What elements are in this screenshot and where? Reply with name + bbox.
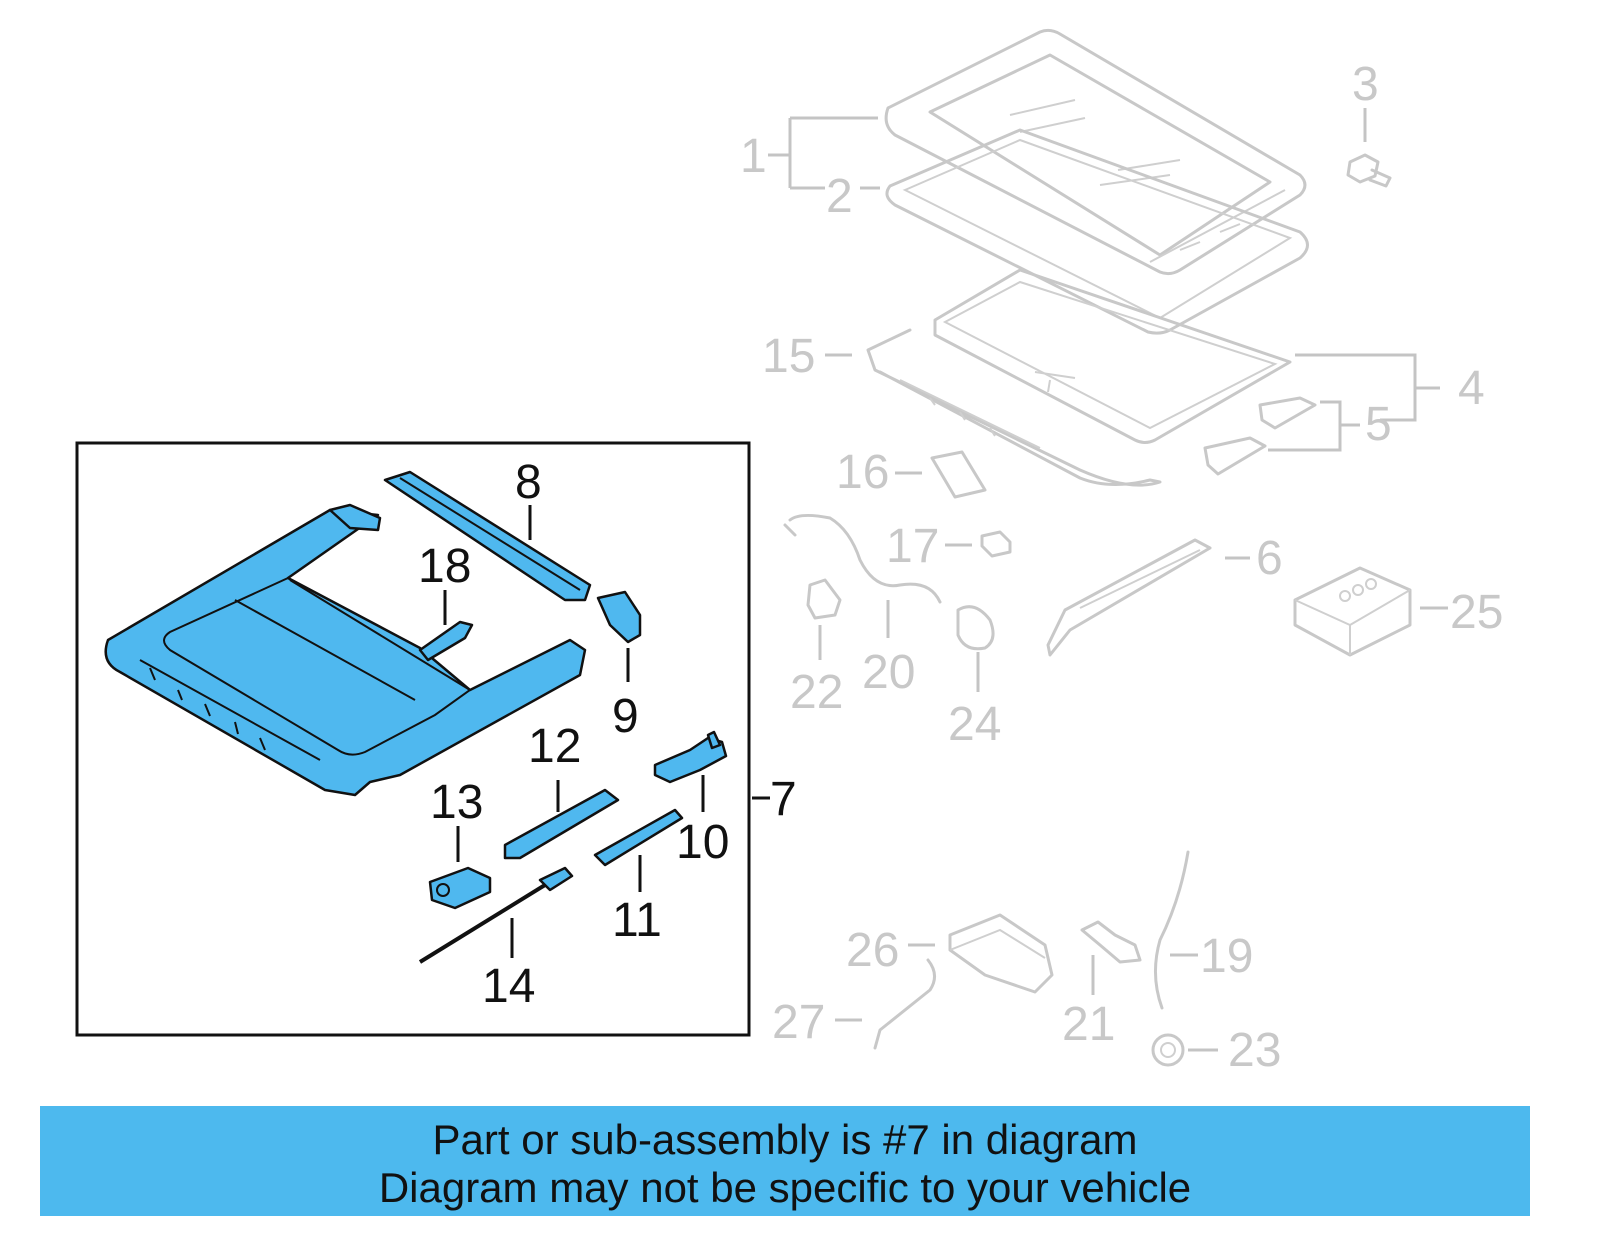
part-13-motor-mount[interactable]	[428, 866, 492, 910]
part-9-bracket[interactable]	[596, 590, 642, 644]
label-16: 16	[836, 446, 889, 499]
grey-leaders	[768, 108, 1448, 1052]
part-19-hose	[1153, 850, 1190, 1010]
label-27: 27	[772, 996, 825, 1049]
label-2: 2	[826, 170, 853, 223]
part-18-clip[interactable]	[418, 620, 474, 662]
label-14: 14	[482, 960, 535, 1013]
label-11: 11	[612, 894, 662, 947]
label-10: 10	[676, 816, 729, 869]
label-1: 1	[740, 130, 767, 183]
part-25-module	[1293, 566, 1412, 657]
part-21-bracket	[1080, 920, 1142, 964]
caption-line-2: Diagram may not be specific to your vehi…	[378, 1164, 1192, 1211]
label-25: 25	[1450, 586, 1503, 639]
assembly-7-box	[75, 441, 751, 1037]
label-4: 4	[1458, 362, 1485, 415]
part-6-rail	[1046, 538, 1212, 657]
caption-line-1: Part or sub-assembly is #7 in diagram	[432, 1116, 1138, 1163]
part-7-frame[interactable]	[104, 503, 587, 797]
label-7: 7	[770, 773, 797, 826]
label-9: 9	[612, 690, 639, 743]
caption-bar: Part or sub-assembly is #7 in diagram Di…	[40, 1106, 1530, 1216]
part-5-brackets	[1203, 396, 1317, 476]
label-24: 24	[948, 698, 1001, 751]
part-16-pad	[930, 450, 987, 499]
label-12: 12	[528, 720, 581, 773]
part-24-grommet	[956, 605, 995, 651]
part-4-frame	[933, 268, 1292, 444]
label-22: 22	[790, 666, 843, 719]
part-26-motor	[948, 913, 1054, 994]
part-8-front-rail[interactable]	[383, 470, 592, 602]
part-27-cable	[873, 958, 936, 1050]
part-2-seal	[885, 128, 1309, 335]
part-12-guide[interactable]	[503, 788, 620, 860]
part-20-drain-hose	[783, 513, 942, 604]
label-6: 6	[1256, 532, 1283, 585]
label-15: 15	[762, 330, 815, 383]
label-13: 13	[430, 776, 483, 829]
part-15-deflector	[866, 328, 1162, 487]
part-11-guide[interactable]	[593, 808, 684, 867]
part-10-bracket[interactable]	[653, 730, 728, 784]
label-5: 5	[1365, 398, 1392, 451]
label-17: 17	[886, 520, 939, 573]
part-1-glass-panel	[884, 28, 1307, 276]
label-8: 8	[515, 456, 542, 509]
part-3-bolt	[1346, 153, 1392, 188]
label-20: 20	[862, 646, 915, 699]
part-22-clip	[806, 578, 842, 620]
part-17-clip	[980, 530, 1012, 558]
label-21: 21	[1062, 998, 1115, 1051]
label-18: 18	[418, 540, 471, 593]
dark-leaders	[443, 505, 770, 958]
label-23: 23	[1228, 1024, 1281, 1077]
part-14-cable[interactable]	[418, 866, 574, 964]
part-23-clamp	[1151, 1033, 1185, 1067]
label-26: 26	[846, 924, 899, 977]
label-19: 19	[1200, 930, 1253, 983]
labels: 1 2 3 4 5 6 7 8 9 10 11 12 13 14 15 16 1…	[418, 58, 1503, 1077]
label-3: 3	[1352, 58, 1379, 111]
